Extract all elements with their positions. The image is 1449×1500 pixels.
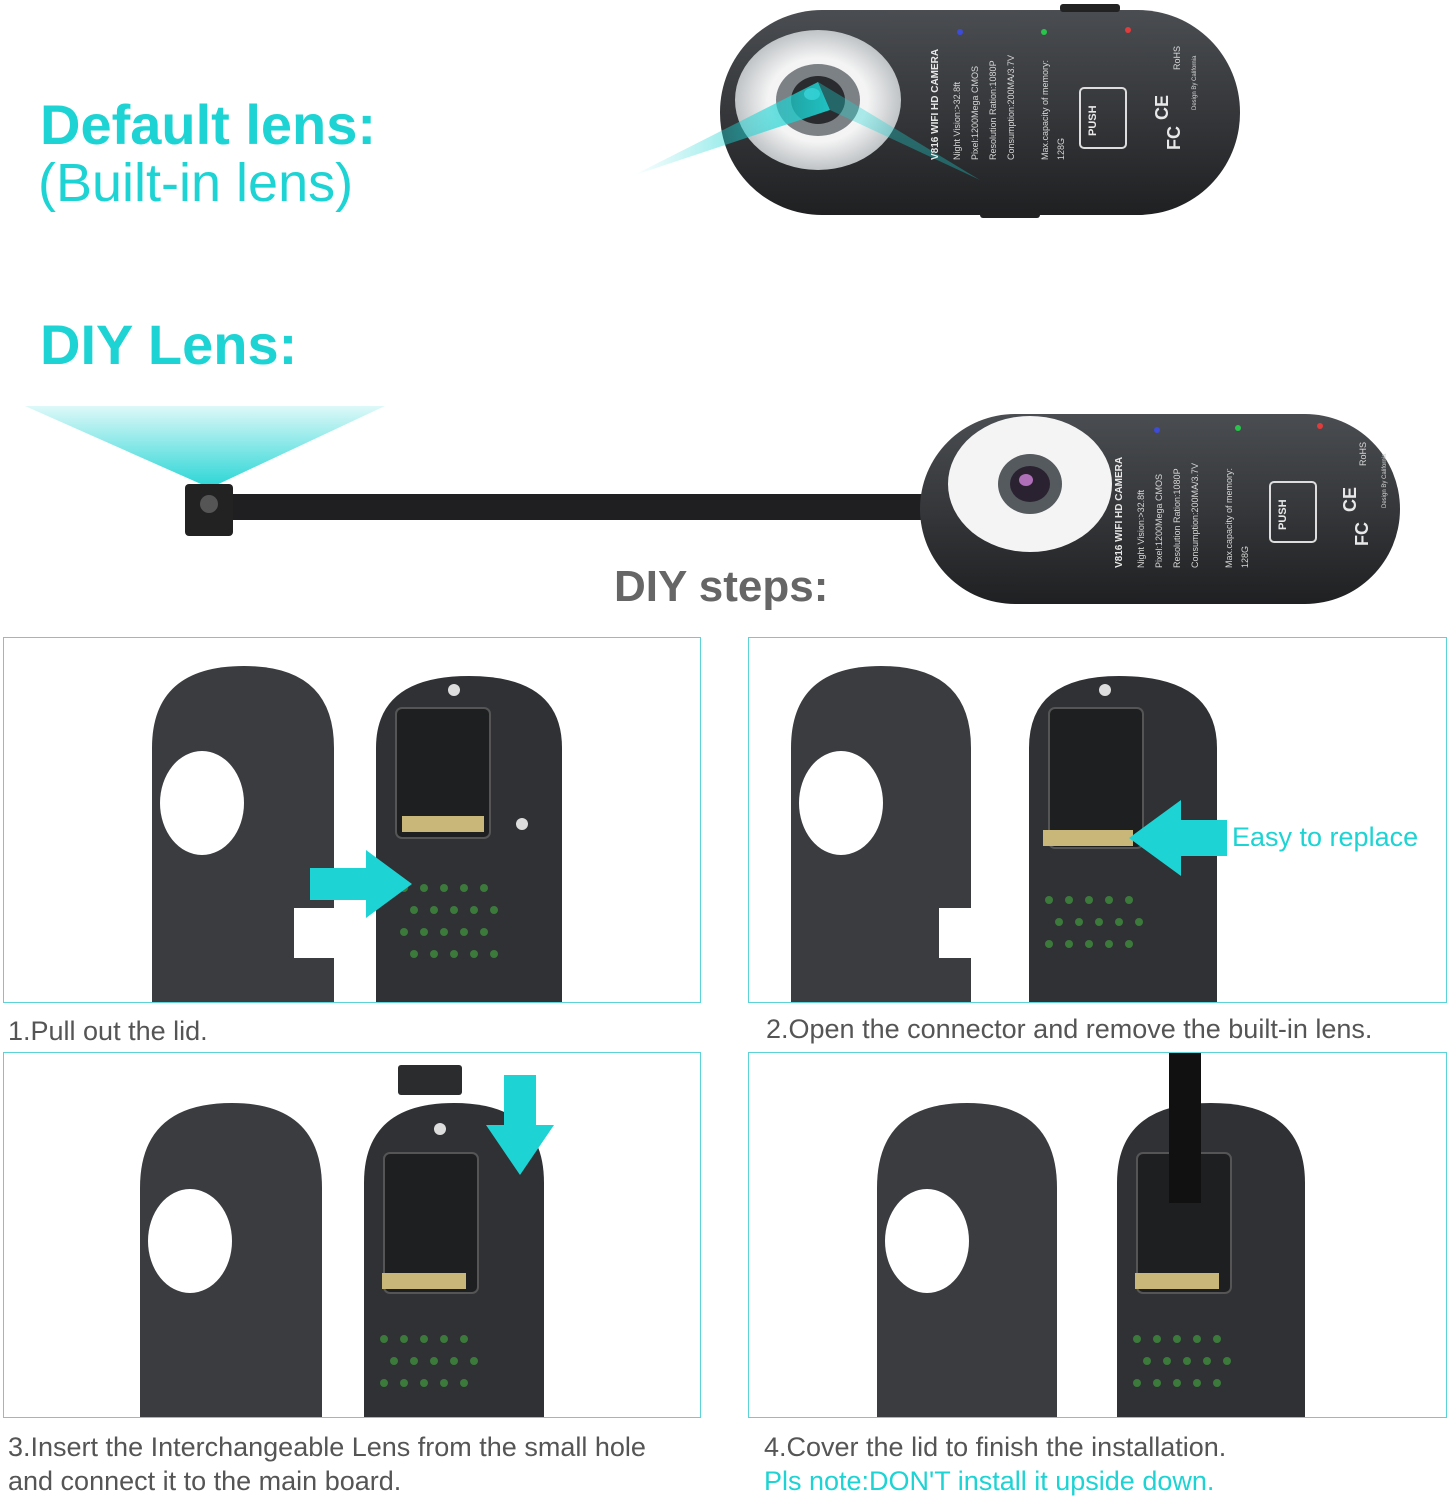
lens-cable-icon	[1169, 1053, 1201, 1203]
device-model-text: V816 WIFI HD CAMERA	[930, 49, 941, 160]
step-2-illustration	[791, 666, 1227, 1002]
diy-device-night-vision-text: Night Vision:>32.8ft	[1136, 489, 1146, 568]
diy-device-consumption-text: Consumption:200MA/3.7V	[1190, 463, 1200, 568]
diy-device-memory-text: Max.capacity of memory:	[1224, 468, 1234, 568]
step-3-caption-line2: and connect it to the main board.	[8, 1466, 402, 1496]
diy-sd-push-text: PUSH	[1277, 499, 1289, 530]
red-led-icon	[1125, 27, 1131, 33]
easy-to-replace-callout: Easy to replace	[1232, 822, 1419, 852]
step-3-panel	[3, 1052, 701, 1418]
step-3-caption-line1: 3.Insert the Interchangeable Lens from t…	[8, 1432, 646, 1462]
device-night-vision-text: Night Vision:>32.8ft	[952, 81, 962, 160]
step-3-illustration	[140, 1065, 554, 1417]
fc-mark-text: FC	[1164, 126, 1184, 150]
device-consumption-text: Consumption:200MA/3.7V	[1006, 55, 1016, 160]
diy-rohs-mark-text: RoHS	[1358, 442, 1368, 466]
step-4-illustration	[877, 1053, 1305, 1417]
green-led-icon	[1041, 29, 1047, 35]
diy-steps-heading: DIY steps:	[614, 562, 829, 611]
speaker-grille-icon	[400, 884, 498, 958]
sd-push-text: PUSH	[1087, 105, 1099, 136]
diy-device-resolution-text: Resolution Ration:1080P	[1172, 468, 1182, 568]
diy-design-text: Design By California	[1382, 453, 1388, 508]
blue-led-icon	[957, 29, 963, 35]
diy-device-pixel-text: Pixel:1200Mega CMOS	[1154, 474, 1164, 568]
step-1-panel	[3, 637, 701, 1003]
step-4-caption: 4.Cover the lid to finish the installati…	[764, 1432, 1227, 1462]
step-2-caption: 2.Open the connector and remove the buil…	[766, 1014, 1373, 1044]
default-lens-subheading: (Built-in lens)	[38, 153, 354, 213]
lens-module-icon	[398, 1065, 462, 1095]
step-4-panel	[748, 1052, 1447, 1418]
device-resolution-text: Resolution Ration:1080P	[988, 60, 998, 160]
default-lens-camera-illustration: V816 WIFI HD CAMERA Night Vision:>32.8ft…	[632, 4, 1240, 218]
device-memory-value-text: 128G	[1056, 138, 1066, 160]
step-1-illustration	[152, 666, 562, 1002]
diy-red-led-icon	[1317, 423, 1323, 429]
design-text: Design By California	[1192, 55, 1198, 110]
device-pixel-text: Pixel:1200Mega CMOS	[970, 66, 980, 160]
step-4-note: Pls note:DON'T install it upside down.	[764, 1466, 1215, 1496]
diy-device-memory-value-text: 128G	[1240, 546, 1250, 568]
diy-device-model-text: V816 WIFI HD CAMERA	[1114, 457, 1125, 568]
diy-fc-mark-text: FC	[1352, 522, 1372, 546]
diy-lens-heading: DIY Lens:	[40, 313, 298, 376]
step-2-panel	[748, 637, 1447, 1003]
arrow-left-icon	[1129, 800, 1227, 876]
arrow-down-icon	[486, 1075, 554, 1175]
default-lens-heading: Default lens:	[40, 93, 377, 156]
diy-green-led-icon	[1235, 425, 1241, 431]
diy-blue-led-icon	[1154, 427, 1160, 433]
step-1-caption: 1.Pull out the lid.	[8, 1016, 208, 1046]
rohs-mark-text: RoHS	[1172, 46, 1182, 70]
diy-ce-mark-text: CE	[1340, 487, 1360, 512]
diy-lens-camera-illustration: V816 WIFI HD CAMERA Night Vision:>32.8ft…	[25, 406, 1400, 604]
device-memory-text: Max.capacity of memory:	[1040, 60, 1050, 160]
arrow-right-icon	[310, 850, 412, 918]
ce-mark-text: CE	[1152, 95, 1172, 120]
